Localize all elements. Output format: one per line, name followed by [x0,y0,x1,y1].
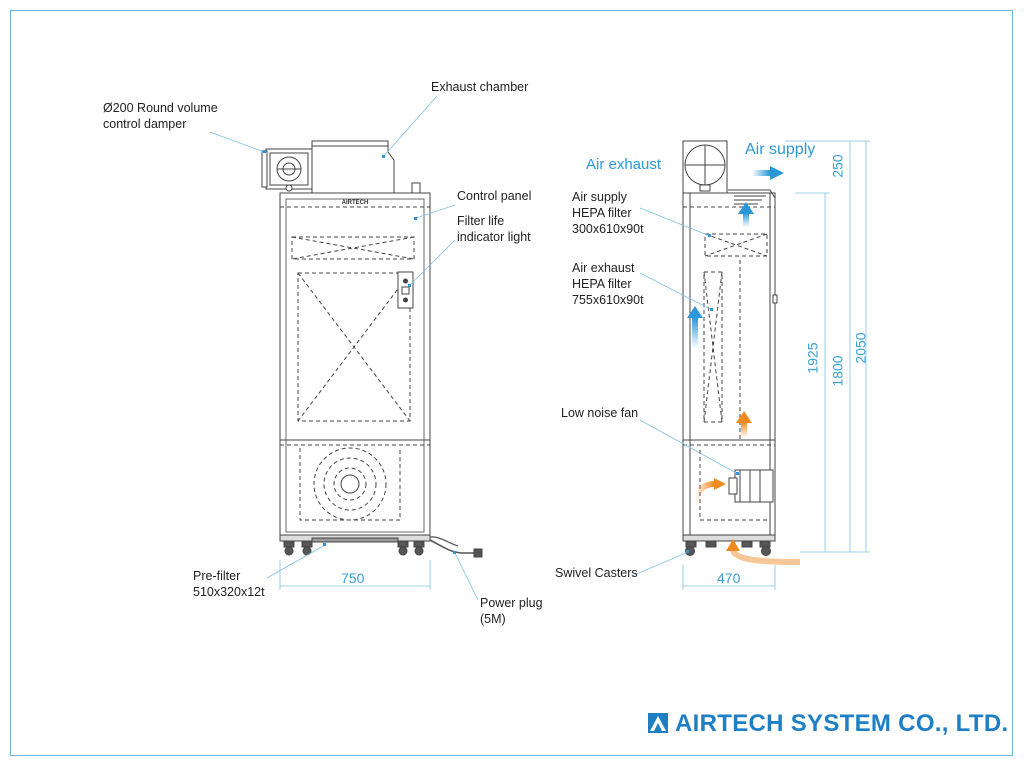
flow-arrows [687,166,801,565]
side-supply-hepa [704,233,768,257]
front-hepa-filter [297,272,411,422]
label-pre-filter: Pre-filter 510x320x12t [193,569,265,599]
dim-value-2050: 2050 [852,332,869,364]
label-control-panel: Control panel [457,189,532,203]
dim-value-front-width: 750 [341,570,365,586]
front-leaders [209,95,479,601]
brand: AIRTECH SYSTEM CO., LTD. [647,710,1008,738]
brand-logo-mark [648,713,668,733]
label-air-supply-flow: Air supply [745,141,816,158]
brand-name: AIRTECH SYSTEM CO., LTD. [675,710,1009,737]
front-casters [283,540,425,556]
dim-value-1925: 1925 [804,342,821,374]
dim-value-1800: 1800 [829,355,846,387]
front-view [261,140,483,558]
side-leaders [631,207,739,577]
label-air-exhaust-hepa: Air exhaust HEPA filter 755x610x90t [572,261,644,307]
front-upper-filter [291,236,415,260]
nameplate: AIRTECH [342,200,369,206]
side-exhaust-hepa [703,271,723,423]
label-power-plug: Power plug (5M) [480,596,543,626]
dim-front-width [279,560,431,590]
dim-side-depth [682,565,776,590]
drawing-frame [10,10,1013,756]
power-cord [429,539,475,554]
front-fan [313,447,387,521]
label-air-supply-hepa: Air supply HEPA filter 300x610x90t [572,190,644,236]
label-exhaust-chamber: Exhaust chamber [431,80,529,94]
pre-filter-slot [311,537,399,543]
label-damper: Ø200 Round volume control damper [103,101,218,131]
side-view [682,140,778,556]
dim-value-side-depth: 470 [717,570,741,586]
supply-out-arrow [770,166,784,180]
side-casters [685,540,771,556]
front-exhaust-chamber [311,140,395,194]
supply-louver [734,195,766,205]
label-filter-life: Filter life indicator light [457,214,531,244]
label-air-exhaust-flow: Air exhaust [586,156,662,173]
front-cabinet [279,192,431,539]
dim-value-250: 250 [829,154,846,178]
side-fan [734,469,774,503]
dim-vertical [785,140,870,553]
label-low-noise-fan: Low noise fan [561,406,639,420]
label-swivel-casters: Swivel Casters [555,566,638,580]
